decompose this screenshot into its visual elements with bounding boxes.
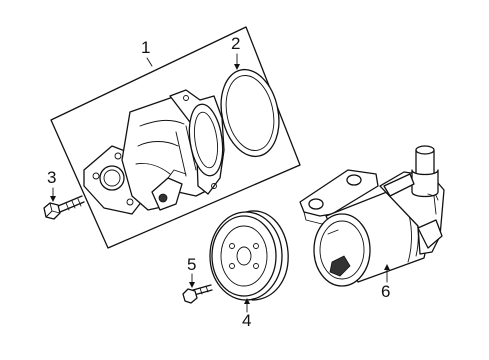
svg-text:6: 6 bbox=[381, 282, 390, 301]
pulley-bolt-part-5 bbox=[182, 284, 213, 304]
svg-text:3: 3 bbox=[47, 168, 56, 187]
mounting-bolt-part-3 bbox=[43, 195, 85, 220]
svg-text:2: 2 bbox=[231, 34, 240, 53]
group-panel-part-1 bbox=[50, 26, 301, 249]
callout-2: 2 bbox=[231, 34, 240, 70]
callout-5: 5 bbox=[187, 255, 196, 288]
auxiliary-pump-part-6 bbox=[299, 145, 445, 287]
pulley-part-4 bbox=[209, 210, 289, 301]
svg-text:4: 4 bbox=[242, 311, 251, 330]
gasket-ring-part-2 bbox=[220, 68, 280, 158]
svg-text:1: 1 bbox=[141, 38, 150, 57]
callout-6: 6 bbox=[381, 264, 390, 301]
svg-text:5: 5 bbox=[187, 255, 196, 274]
callout-4: 4 bbox=[242, 298, 251, 330]
pump-housing-part-1 bbox=[83, 89, 225, 215]
callout-3: 3 bbox=[47, 168, 56, 202]
callout-1: 1 bbox=[141, 38, 153, 67]
